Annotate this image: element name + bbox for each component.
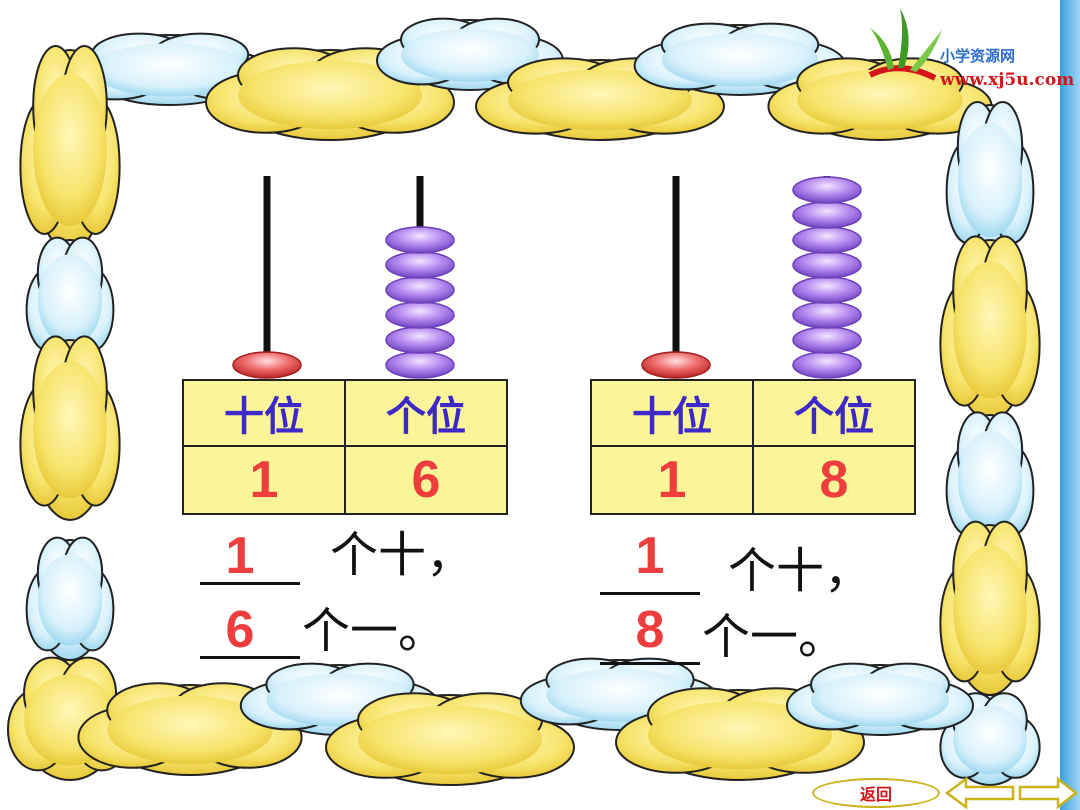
tens-value-2: 1 — [590, 445, 754, 515]
tens-header-1: 十位 — [182, 379, 346, 447]
ones-value-2: 8 — [752, 445, 916, 515]
ones-bead — [792, 351, 862, 379]
tens-bead — [232, 351, 302, 379]
prev-arrow-icon[interactable] — [944, 776, 1016, 810]
answer-underline-ones-2 — [600, 662, 700, 665]
logo-url-text: www.xj5u.com — [940, 70, 1075, 90]
cloud-shape — [325, 692, 575, 786]
ones-unit-text-2: 个一。 — [702, 609, 847, 665]
ones-bead — [385, 226, 455, 254]
cloud-shape — [939, 692, 1041, 786]
cloud-shape — [767, 57, 993, 141]
answer-tens-2: 1 — [635, 527, 665, 585]
cloud-shape — [475, 57, 725, 141]
logo-name-text: 小学资源网 — [940, 47, 1016, 65]
ones-bead — [385, 326, 455, 354]
place-value-table-2: 十位 个位 1 8 — [590, 379, 916, 515]
ones-bead — [792, 301, 862, 329]
ones-unit-text-1: 个一。 — [302, 603, 447, 659]
ones-bead — [792, 326, 862, 354]
tens-unit-text-1: 个十， — [330, 527, 475, 583]
site-logo-icon — [868, 8, 942, 81]
cloud-shape — [63, 32, 277, 106]
right-edge-band — [1060, 0, 1080, 810]
ones-header-2: 个位 — [752, 379, 916, 447]
answer-underline-tens-2 — [600, 592, 700, 595]
cloud-shape — [939, 520, 1041, 696]
ones-bead — [792, 226, 862, 254]
cloud-shape — [786, 662, 974, 736]
answer-ones-2: 8 — [635, 601, 665, 659]
ones-bead — [792, 276, 862, 304]
ones-bead — [792, 201, 862, 229]
cloud-frame — [7, 17, 1041, 786]
cloud-shape — [19, 335, 121, 521]
next-arrow-icon[interactable] — [1018, 776, 1078, 810]
ones-bead — [385, 301, 455, 329]
ones-bead — [792, 251, 862, 279]
answer-underline-ones-1 — [200, 656, 300, 659]
answer-ones-1: 6 — [225, 601, 255, 659]
cloud-shape — [939, 235, 1041, 421]
tens-header-2: 十位 — [590, 379, 754, 447]
cloud-shape — [205, 47, 455, 141]
cloud-shape — [945, 101, 1035, 256]
abacus-group — [232, 176, 862, 379]
answer-tens-1: 1 — [225, 527, 255, 585]
ones-bead — [385, 276, 455, 304]
answer-underline-tens-1 — [200, 582, 300, 585]
ones-bead — [385, 251, 455, 279]
tens-unit-text-2: 个十， — [728, 543, 873, 599]
cloud-shape — [19, 45, 121, 251]
tens-value-1: 1 — [182, 445, 346, 515]
back-button[interactable]: 返回 — [812, 778, 940, 808]
cloud-shape — [25, 536, 115, 661]
ones-bead — [792, 176, 862, 204]
cloud-shape — [945, 411, 1035, 546]
place-value-table-1: 十位 个位 1 6 — [182, 379, 508, 515]
ones-bead — [385, 351, 455, 379]
cloud-shape — [633, 22, 847, 96]
ones-value-1: 6 — [344, 445, 508, 515]
ones-header-1: 个位 — [344, 379, 508, 447]
tens-bead — [641, 351, 711, 379]
